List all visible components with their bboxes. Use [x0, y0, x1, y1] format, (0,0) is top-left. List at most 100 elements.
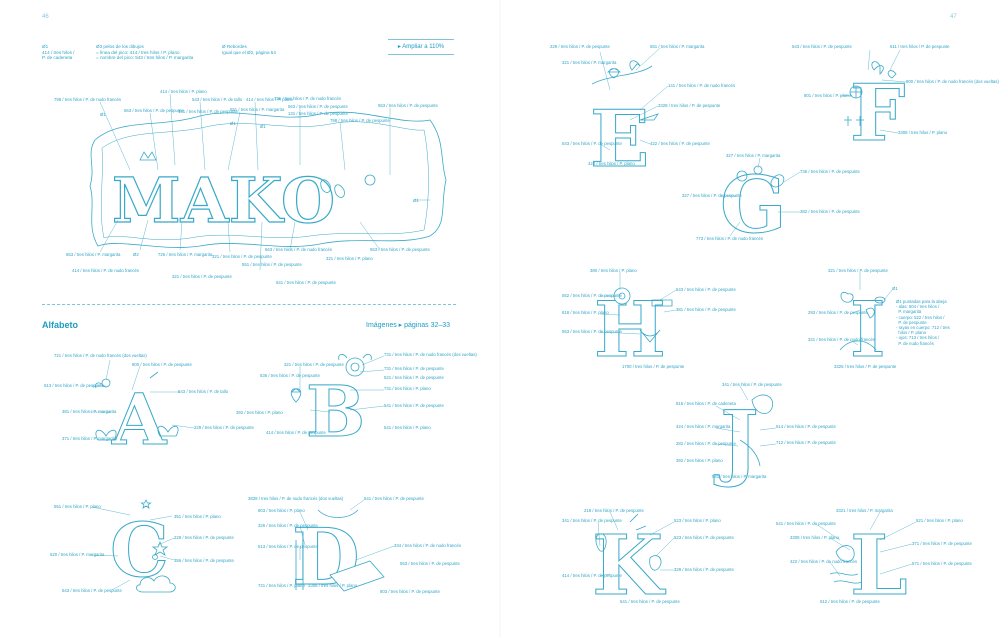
- leader-line: [649, 521, 675, 536]
- label: 551 / tres hilos / P. de pespunte: [242, 262, 302, 267]
- svg-text:C: C: [110, 508, 169, 594]
- label: 327 / tres hilos / P. de pespunte: [682, 193, 742, 198]
- label: Ø1: [413, 198, 419, 203]
- leader-line: [227, 221, 231, 253]
- leader-line: [883, 289, 893, 301]
- leader-line: [609, 511, 619, 531]
- leader-line: [349, 405, 385, 411]
- mako-word: MAKO: [112, 164, 335, 237]
- leader-line: [629, 105, 659, 121]
- leader-line: [99, 219, 119, 253]
- label: 371 / tres hilos / P. de pespunte: [912, 541, 972, 546]
- folio-left: 46: [42, 14, 49, 20]
- section-divider: [42, 304, 456, 305]
- leader-line: [299, 525, 306, 546]
- label: Ø1 puntadas para la abeja - alas: 504 / …: [896, 299, 950, 346]
- label: 712 / tres hilos / P. de pespunte: [776, 440, 836, 445]
- letter-k-artwork: K: [592, 513, 667, 615]
- label: 551 / tres hilos / P. margarita: [230, 107, 285, 112]
- leader-line: [349, 499, 365, 511]
- label: 282 / tres hilos / P. de pespunte: [676, 441, 736, 446]
- label: 321 / tres hilos / P. de pespunte: [172, 274, 232, 279]
- label: 424 / tres hilos / P. margarita: [676, 424, 731, 429]
- label: 731 / tres hilos / P. de pespunte: [384, 366, 444, 371]
- label: Ø1: [892, 286, 898, 291]
- label: 773 / tres hilos / P. de nudo francés: [696, 236, 764, 241]
- leader-line: [849, 339, 859, 346]
- leader-line: [639, 85, 669, 111]
- label: 523 / tres hilos / P. plano: [674, 518, 721, 523]
- label: 541 / tres hilos / P. de pespunte: [364, 496, 424, 501]
- label: 541 / tres hilos / P. plano: [384, 425, 431, 430]
- leader-line: [715, 443, 739, 447]
- letter-b-artwork: B: [290, 354, 372, 454]
- svg-text:G: G: [720, 160, 787, 251]
- svg-text:K: K: [592, 518, 666, 614]
- label: 731 / tres hilos / P. plano: [384, 386, 431, 391]
- label: 721 / tres hilos / P. plano: [258, 583, 305, 588]
- label: 553 / tres hilos / P. de pespunte: [370, 247, 430, 252]
- label: 521 / tres hilos / P. de pespunte: [384, 375, 444, 380]
- letter-h-artwork: H: [594, 285, 673, 375]
- label: 536 / tres hilos / P. de pespunte: [260, 373, 320, 378]
- svg-text:A: A: [111, 378, 168, 461]
- label: 543 / tres hilos / P. de pespunte: [676, 287, 736, 292]
- leader-line: [849, 309, 861, 315]
- label: 736 / tres hilos / P. de pespunte: [800, 169, 860, 174]
- label: 541 / tres hilos / P. margarita: [712, 474, 767, 479]
- label: 414 / tres hilos / P. de nudo francés: [72, 268, 140, 273]
- label: 798 / tres hilos / P. de pespunte: [330, 118, 390, 123]
- leader-line: [599, 573, 611, 577]
- letter-a-artwork: A: [95, 371, 179, 462]
- label: 356 / tres hilos / P. de pespunte: [174, 558, 234, 563]
- leader-lines: [90, 47, 917, 591]
- label: 613 / tres hilos / P. de pespunte: [44, 383, 104, 388]
- page-gutter: [499, 0, 501, 637]
- label: 798 / tres hilos / P. de nudo francés: [54, 97, 122, 102]
- label: 414 / tres hilos / P. plano: [160, 89, 207, 94]
- leader-line: [139, 219, 149, 251]
- label: 293 / tres hilos / P. de pespunte: [808, 310, 868, 315]
- label: Ø2: [133, 252, 139, 257]
- label: 414 / tres hilos / P. plano: [246, 97, 293, 102]
- label: 543 / tres hilos / P. de pespunte: [562, 141, 622, 146]
- letter-i-artwork: I: [839, 285, 886, 375]
- label: 543 / tres hilos / P. de tallo: [192, 97, 243, 102]
- leader-line: [599, 331, 641, 335]
- label: 3828 / tres hilos / P. de nudo francés (…: [248, 496, 344, 501]
- leader-line: [227, 111, 241, 171]
- label: Ø1: [230, 121, 236, 126]
- label: 218 / tres hilos / P. de pespunte: [584, 508, 644, 513]
- label: 3308 / tres hilos / P. plano: [790, 535, 840, 540]
- label: 228 / tres hilos / P. de pespunte: [174, 535, 234, 540]
- leader-line: [757, 157, 761, 169]
- leader-line: [299, 511, 309, 531]
- leader-line: [599, 143, 611, 151]
- label: 229 / tres hilos / P. de pespunte: [194, 425, 254, 430]
- label: 818 / tres hilos / P. plano: [562, 310, 609, 315]
- label: 541 / tres hilos / P. de pespunte: [620, 599, 680, 604]
- label: 329 / tres hilos / P. de pespunte: [674, 567, 734, 572]
- leader-line: [635, 47, 661, 71]
- leader-line: [839, 94, 853, 97]
- leader-line: [659, 289, 677, 301]
- leader-line: [169, 93, 176, 166]
- label: 334 / tres hilos / P. de nudo francés: [394, 543, 462, 548]
- leader-line: [739, 385, 749, 401]
- leader-line: [157, 537, 175, 546]
- label: 520 / tres hilos / P. margarita: [50, 552, 105, 557]
- leader-line: [99, 101, 131, 171]
- leader-line: [881, 79, 907, 83]
- label: 721 / tres hilos / P. de nudo francés (d…: [54, 353, 147, 358]
- leader-line: [879, 543, 913, 553]
- leader-line: [355, 545, 395, 561]
- legend-col-3: Ø Rebordes Igual que el Ø2, página 54: [222, 44, 276, 55]
- leader-line: [815, 523, 841, 541]
- label: 321 / tres hilos / P. de pespunte: [828, 268, 888, 273]
- leader-line: [309, 409, 331, 413]
- leader-line: [361, 355, 385, 366]
- letter-l-artwork: L: [829, 518, 908, 615]
- label: 1700 / tres hilos / P. de pespunte: [622, 364, 685, 369]
- svg-text:L: L: [850, 518, 908, 614]
